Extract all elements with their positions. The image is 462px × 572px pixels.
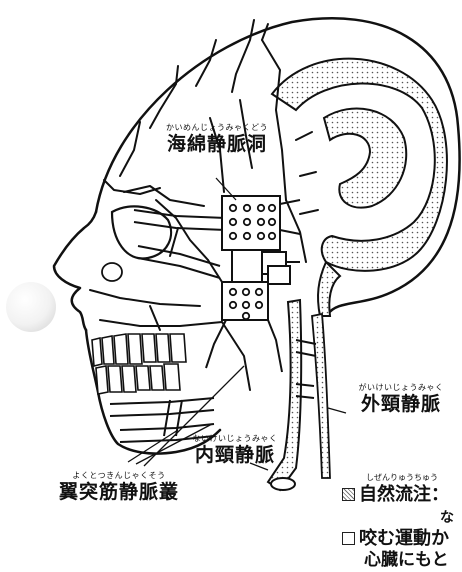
teeth: [92, 334, 186, 394]
legend-natural-sub: な: [440, 511, 454, 525]
label-internal-jugular: ないけいじょうみゃく 内頸静脈: [180, 435, 290, 465]
brain-inner-lobe: [324, 108, 406, 207]
internal-jugular-end: [271, 478, 295, 490]
plain-swatch: [342, 532, 355, 545]
external-jugular-vein: [312, 314, 330, 478]
legend-natural-ruby: しぜんりゅうちゅう: [366, 474, 438, 482]
hatched-swatch: [342, 488, 355, 501]
legend-natural-flow: 自然流注：: [342, 486, 449, 504]
legend-heart: 心臓にもと: [364, 552, 449, 569]
legend-bite-movement: 咬む運動か: [342, 530, 449, 548]
label-cavernous-sinus: かいめんじょうみゃくどう 海綿静脈洞: [154, 124, 280, 154]
label-external-jugular: がいけいじょうみゃく 外頸静脈: [342, 384, 460, 414]
label-pterygoid-plexus: よくとつきんじゃくそう 翼突筋静脈叢: [44, 472, 194, 502]
nasal-cavity: [102, 263, 122, 281]
